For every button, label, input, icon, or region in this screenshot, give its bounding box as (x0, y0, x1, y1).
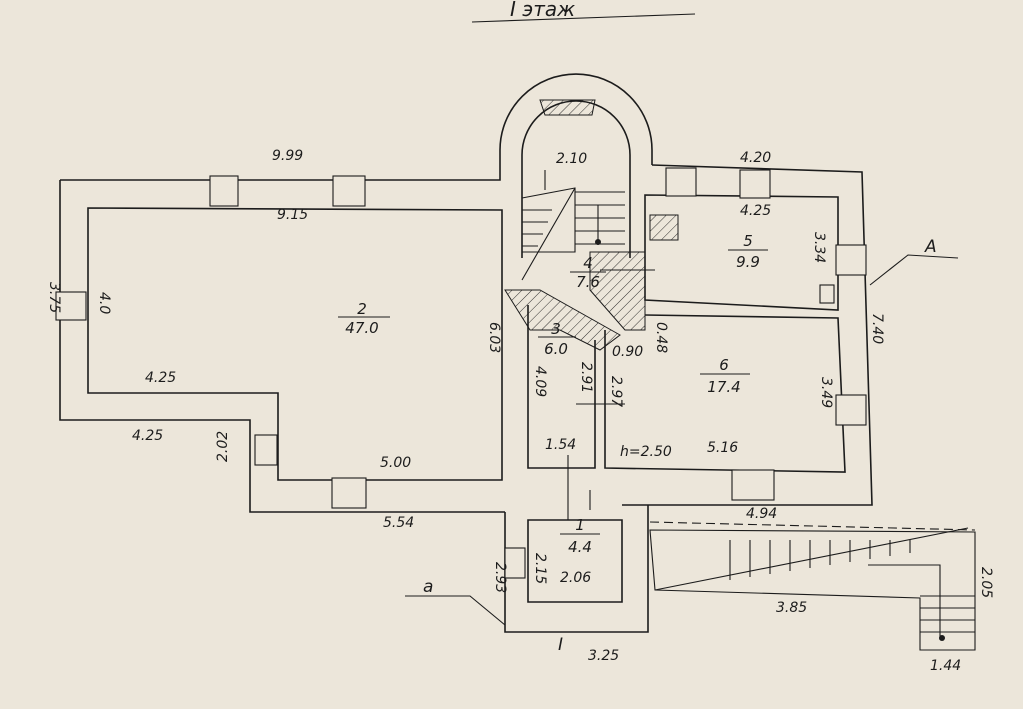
dimension-label: h=2.50 (620, 444, 672, 460)
section-mark-right: A (924, 237, 937, 257)
dimension-label: 0.90 (612, 344, 643, 360)
dimension-label: 5.00 (380, 455, 411, 471)
dimension-label: 2.10 (556, 151, 587, 167)
room-1: 1 4.4 (560, 516, 600, 556)
section-marks: A a I (423, 237, 937, 655)
room-2: 2 47.0 (338, 300, 390, 337)
room-number: 6 (719, 356, 729, 374)
porch-stair (649, 521, 976, 651)
window (739, 169, 771, 199)
room-4: 4 7.6 (570, 254, 606, 291)
chimney-hatch-right (589, 251, 646, 331)
room-number: 3 (551, 320, 561, 338)
dimensions: 9.99 9.15 3.75 4.0 4.25 4.25 2.02 5.00 5… (46, 148, 994, 674)
dimension-label: 5.16 (707, 440, 738, 456)
window (835, 394, 867, 426)
dimension-label: 6.03 (486, 322, 502, 353)
room-area: 6.0 (544, 340, 568, 358)
window (731, 469, 775, 501)
room-3: 3 6.0 (538, 320, 576, 358)
title-text: I этаж (510, 0, 575, 21)
dimension-label: 4.25 (740, 203, 771, 219)
dimension-label: 4.25 (132, 428, 163, 444)
dimension-label: 4.09 (532, 366, 548, 397)
dimension-label: 4.25 (145, 370, 176, 386)
room-area: 4.4 (568, 538, 592, 556)
room-area: 9.9 (736, 253, 760, 271)
window (55, 291, 87, 321)
dimension-label: 0.48 (653, 322, 669, 353)
dimension-label: 2.97 (608, 376, 624, 407)
dimension-label: 3.34 (811, 232, 827, 263)
section-lines (405, 254, 959, 626)
dimension-label: 3.75 (46, 282, 62, 313)
dimension-label: 2.06 (560, 570, 591, 586)
window (819, 284, 835, 304)
dimension-label: 2.05 (978, 567, 994, 598)
window (331, 477, 367, 509)
apse-hatch (539, 99, 596, 116)
dimension-label: 2.91 (578, 362, 594, 393)
window (209, 175, 239, 207)
section-mark-bottom: I (558, 635, 563, 655)
room-number: 4 (583, 254, 593, 272)
chimney-hatch-left (504, 289, 621, 351)
dimension-label: 5.54 (383, 515, 414, 531)
room-number: 1 (575, 516, 585, 534)
room-area: 47.0 (345, 319, 378, 337)
interior-stair (521, 170, 625, 281)
dimension-label: 4.0 (96, 292, 112, 314)
dimension-label: 9.99 (272, 148, 303, 164)
dimension-label: 4.20 (740, 150, 771, 166)
dimension-label: 3.25 (588, 648, 619, 664)
dimension-label: 4.94 (746, 506, 777, 522)
dimension-label: 2.02 (215, 431, 231, 462)
window (835, 244, 867, 276)
dimension-label: 7.40 (869, 313, 885, 344)
window (504, 547, 526, 579)
room-number: 5 (743, 232, 753, 250)
room-area: 7.6 (576, 273, 600, 291)
section-mark-left: a (423, 577, 433, 597)
dimension-label: 1.54 (545, 437, 576, 453)
windows (55, 167, 867, 579)
room-6: 6 17.4 (700, 356, 750, 396)
dimension-label: 9.15 (277, 207, 308, 223)
room-5: 5 9.9 (728, 232, 768, 271)
dimension-label: 2.15 (532, 553, 548, 584)
dimension-label: 3.85 (776, 600, 807, 616)
room5-hatch (649, 214, 679, 241)
plan-title: I этаж (471, 0, 696, 23)
hatched-areas (504, 99, 679, 351)
room-number: 2 (357, 300, 367, 318)
dimension-label: 1.44 (930, 658, 961, 674)
window (332, 175, 366, 207)
room-area: 17.4 (707, 378, 740, 396)
dimension-label: 3.49 (818, 377, 834, 408)
title-underline (471, 13, 696, 23)
dimension-label: 2.93 (492, 562, 508, 593)
window (254, 434, 278, 466)
window (665, 167, 697, 197)
